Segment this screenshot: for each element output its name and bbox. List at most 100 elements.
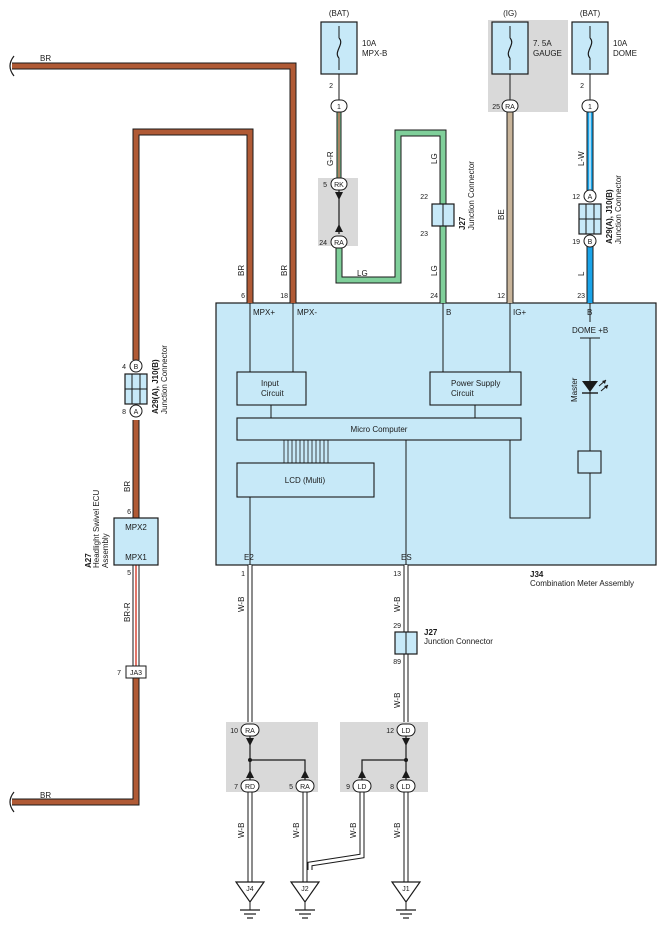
- a29-left-tag-top-label: B: [134, 364, 139, 371]
- j27-top-code: J27: [458, 216, 467, 230]
- meter-pin-1: 1: [241, 571, 245, 578]
- fuse-gauge-symbol: [507, 37, 513, 59]
- fuse-mpx-b-rating: 10A: [362, 39, 377, 48]
- ground-j2: J2: [289, 881, 321, 919]
- label-w-b-ld9: W-B: [349, 823, 358, 838]
- fuse-gauge-pin: 25: [492, 104, 500, 111]
- label-g-r: G-R: [326, 151, 335, 166]
- ld-group-left-pill: [352, 779, 372, 793]
- a29-left-tag-bot: [129, 404, 143, 418]
- rk-bot-pin: 24: [319, 240, 327, 247]
- term-es: ES: [401, 553, 412, 562]
- label-w-b-j1: W-B: [393, 823, 402, 838]
- ja3-label: JA3: [130, 670, 142, 677]
- wire-w-b-ld9: [308, 792, 364, 870]
- j27-bottom-connector: 29 89 J27 Junction Connector: [393, 623, 493, 666]
- meter-pin-24: 24: [430, 293, 438, 300]
- label-br-vertical-b: BR: [280, 265, 289, 276]
- wire-labels: BR BR BR BR BR BR-R G-R LG LG LG BE L-W …: [40, 54, 586, 838]
- meter-pin-13: 13: [393, 571, 401, 578]
- master-switch-box: [577, 450, 602, 474]
- fuse-dome-conn-label: 1: [588, 104, 592, 111]
- fuse-mpx-b-conn: [330, 99, 348, 113]
- fuse-mpx-b-name: MPX-B: [362, 49, 387, 58]
- fuse-dome: (BAT) 10A DOME 2 1: [571, 9, 637, 113]
- ld-group-top-label: LD: [402, 728, 411, 735]
- ra-group-arrow-r: [301, 770, 309, 778]
- ja3-connector: JA3 7: [117, 665, 147, 679]
- wire-br-bottom-outline: [12, 678, 140, 806]
- ground-j1: J1: [390, 881, 422, 919]
- fuse-mpx-b: (BAT) 10A MPX-B 2 1: [320, 9, 387, 113]
- ra-group-right-label: RA: [300, 784, 310, 791]
- fuse-gauge-conn-label: RA: [505, 104, 515, 111]
- ja3-box: [125, 665, 147, 679]
- j27-bottom-name: Junction Connector: [424, 637, 493, 646]
- micro-computer-block: [236, 417, 522, 441]
- ground-j1-label: J1: [402, 886, 410, 893]
- j27-top-pin-b: 23: [420, 231, 428, 238]
- ecu-name-line2: Assembly: [101, 533, 110, 568]
- ld-group-right-pin: 8: [390, 784, 394, 791]
- label-be: BE: [497, 209, 506, 220]
- master-label: Master: [570, 377, 579, 402]
- ld-group-arrow: [402, 738, 410, 746]
- a29-left-tag-bot-label: A: [134, 409, 139, 416]
- ground-j2-triangle: [289, 881, 321, 904]
- label-w-b-e2: W-B: [237, 597, 246, 612]
- label-lg-upper: LG: [430, 153, 439, 164]
- meter-pin-6: 6: [241, 293, 245, 300]
- ecu-mpx1: MPX1: [125, 553, 147, 562]
- ecu-name-line1: Headlight Swivel ECU: [92, 490, 101, 568]
- ra-group-arrow: [246, 738, 254, 746]
- meter-name: Combination Meter Assembly: [530, 579, 634, 588]
- label-br-bottom: BR: [40, 791, 51, 800]
- ra-group-left-pin: 7: [234, 784, 238, 791]
- label-w-b-j2: W-B: [292, 823, 301, 838]
- wire-lg: [336, 130, 446, 303]
- power-supply-block: [429, 371, 522, 406]
- a29-left-code: A29(A), J10(B): [151, 359, 160, 414]
- wire-w-b-group: [247, 565, 409, 882]
- input-circuit-line2: Circuit: [261, 389, 284, 398]
- a29-right-tag-top: [583, 189, 597, 203]
- ra-group-right-pill: [295, 779, 315, 793]
- label-w-b-es-lower: W-B: [393, 693, 402, 708]
- fuse-mpx-b-header: (BAT): [329, 9, 350, 18]
- a29-right-pin-bot: 19: [572, 239, 580, 246]
- meter-internal-wiring: [249, 303, 600, 565]
- led-ray-head-1: [602, 380, 606, 384]
- label-l: L: [577, 271, 586, 276]
- meter-pin-23: 23: [577, 293, 585, 300]
- rk-arrow-down: [335, 192, 343, 200]
- ld-group-arrow-l: [358, 770, 366, 778]
- ground-j4-label: J4: [246, 886, 254, 893]
- a29-left-pin-top: 4: [122, 364, 126, 371]
- ground-j2-label: J2: [301, 886, 309, 893]
- power-supply-line2: Circuit: [451, 389, 474, 398]
- label-w-b-es: W-B: [393, 597, 402, 612]
- j27-bottom-code: J27: [424, 628, 438, 637]
- headlight-swivel-ecu: 6 MPX2 MPX1 5 A27 Headlight Swivel ECU A…: [84, 490, 159, 577]
- ecu-pin-bot: 5: [127, 570, 131, 577]
- a29-left-tag-top: [129, 359, 143, 373]
- ra-group-right-pin: 5: [289, 784, 293, 791]
- label-w-b-j4: W-B: [237, 823, 246, 838]
- meter-int-ecu-return: [509, 440, 591, 519]
- ra-group-top-label: RA: [245, 728, 255, 735]
- fuse-gauge-conn: [501, 99, 519, 113]
- ra-group-left-label: RD: [245, 784, 255, 791]
- rk-top-pin: 5: [323, 182, 327, 189]
- ground-j4-triangle: [234, 881, 266, 904]
- fuse-dome-conn: [581, 99, 599, 113]
- meter-pin-18: 18: [280, 293, 288, 300]
- lcd-block: [236, 462, 375, 498]
- ra-junction-group: RA 10 RD 7 RA 5: [230, 723, 315, 793]
- a29-right-tag-top-label: A: [588, 194, 593, 201]
- fuse-gauge-name: GAUGE: [533, 49, 562, 58]
- ld-group-right-pill: [396, 779, 416, 793]
- lcd-label: LCD (Multi): [285, 476, 326, 485]
- ground-j4: J4: [234, 881, 266, 919]
- meter-top-pins: 6 18 24 12 23: [241, 293, 585, 300]
